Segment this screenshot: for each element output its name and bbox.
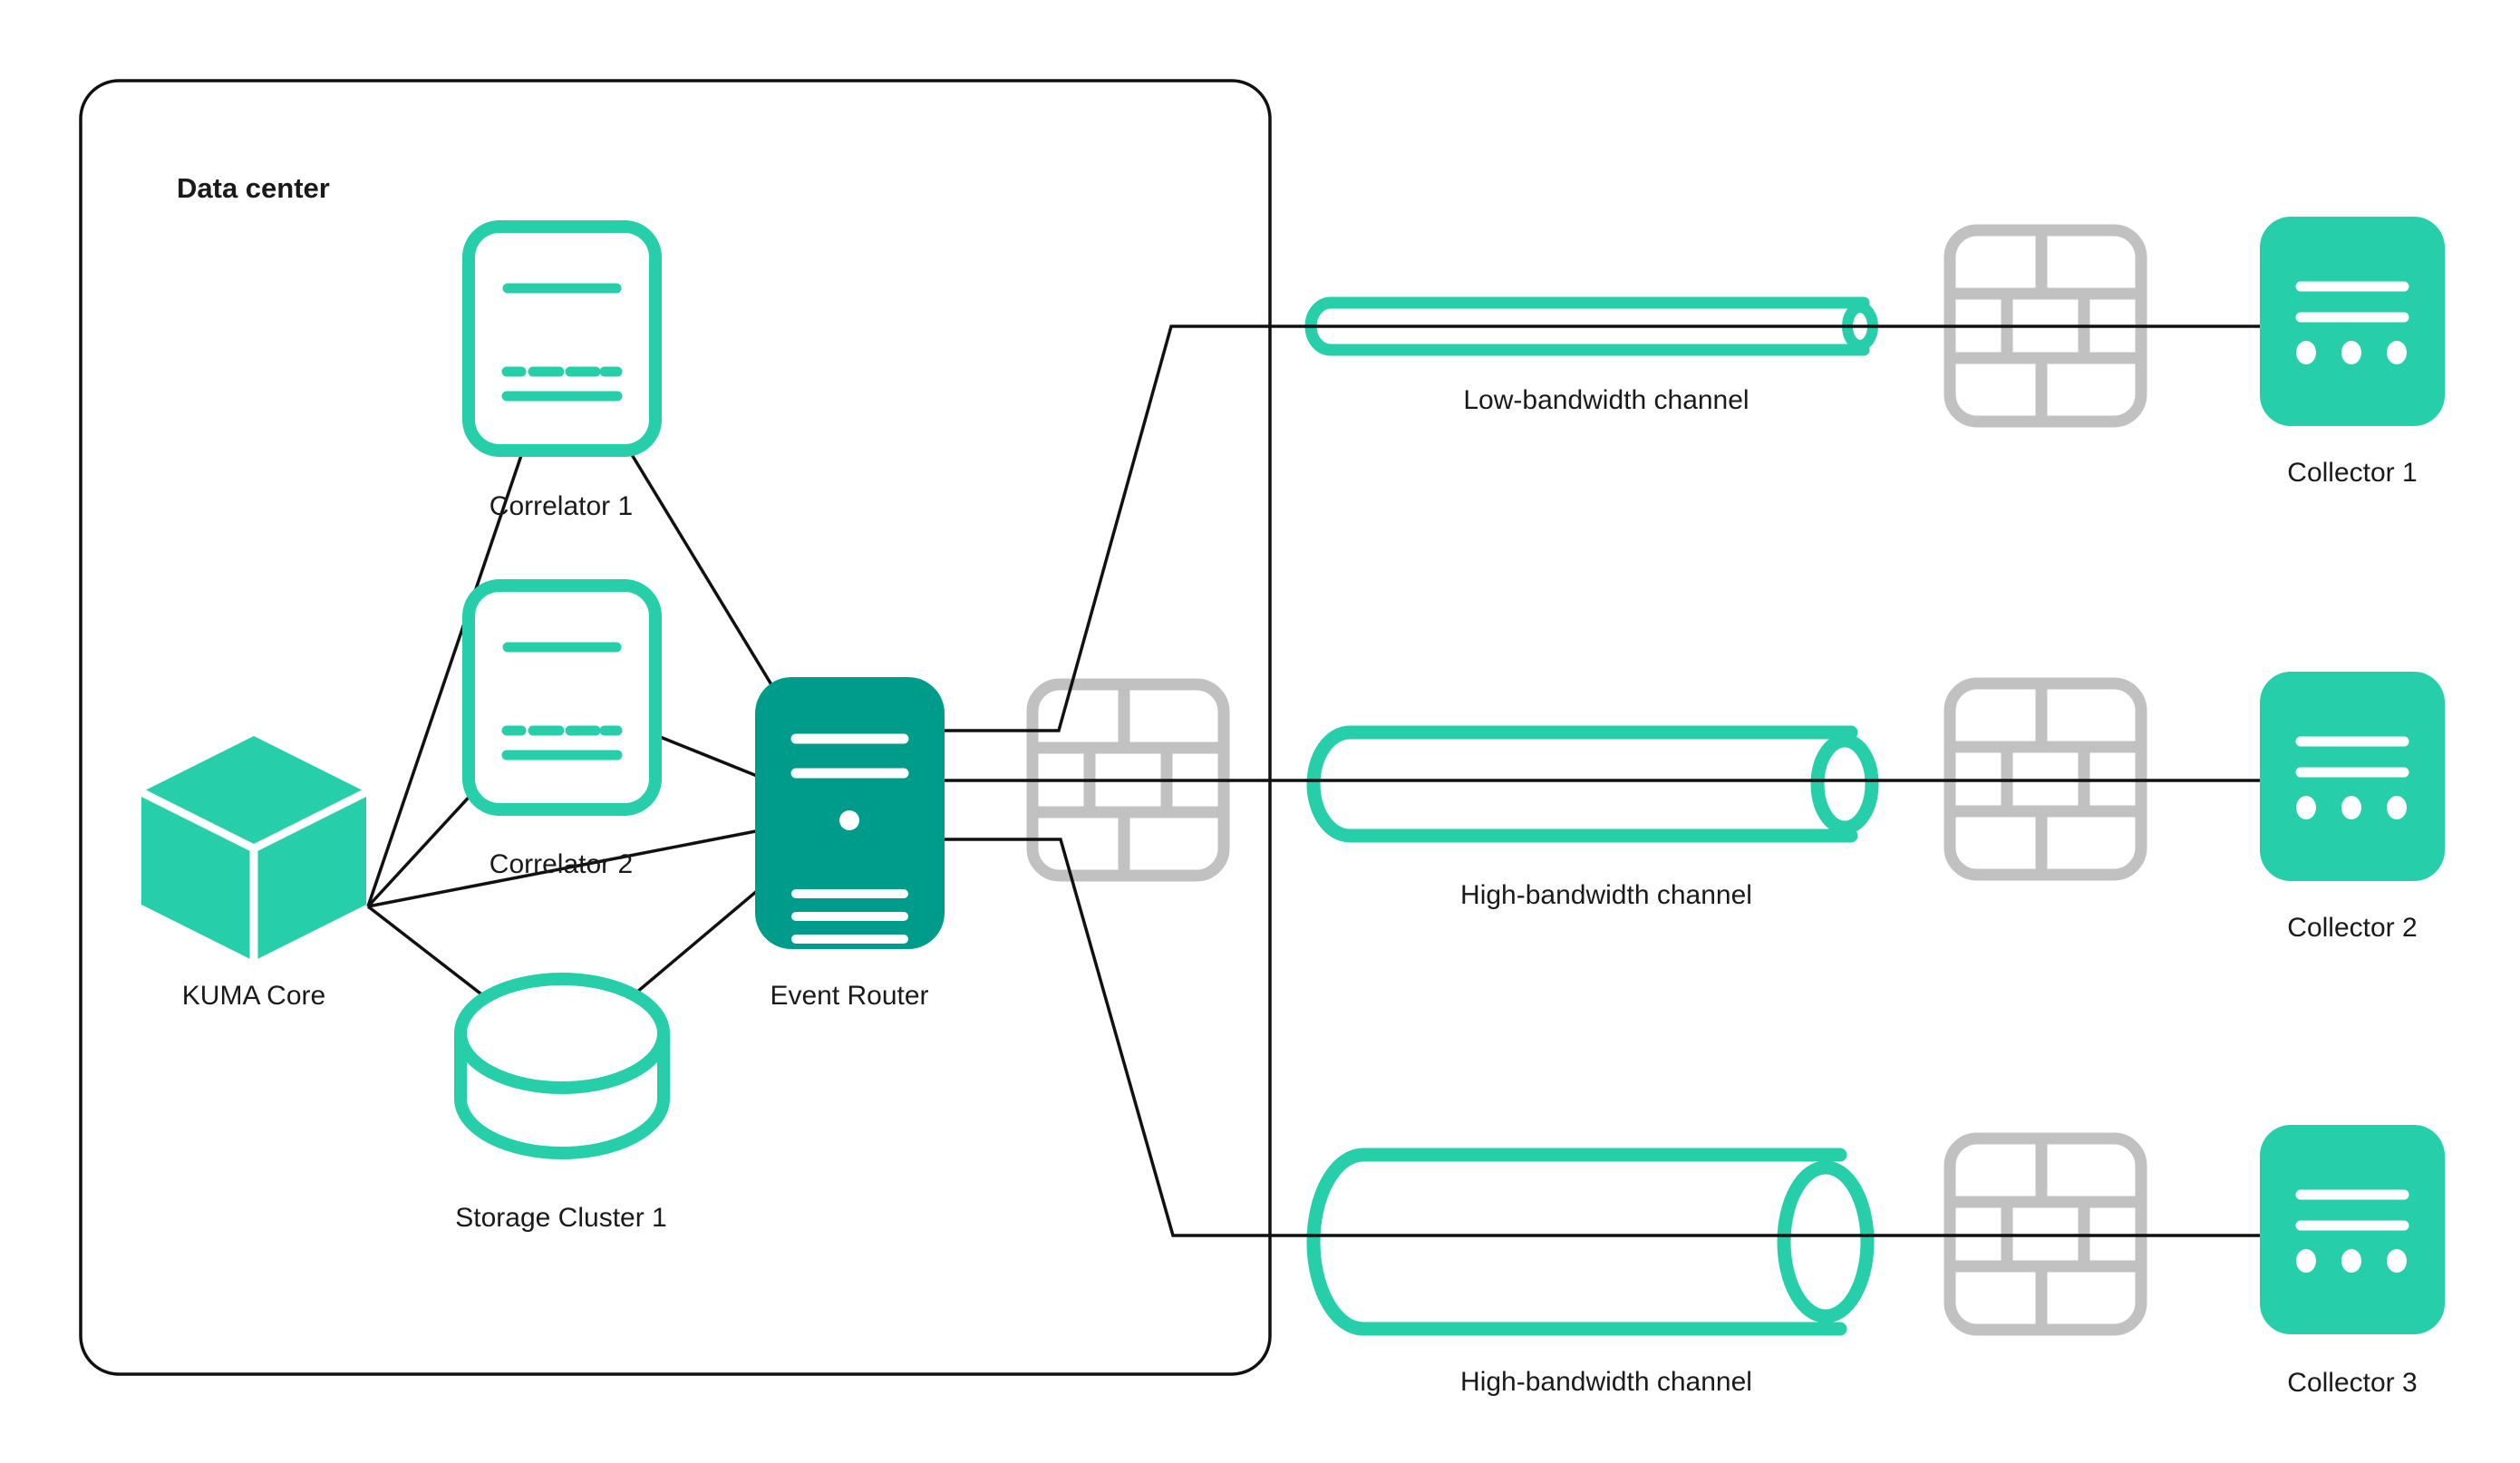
kuma-core-node: KUMA Core [139,736,369,1011]
collector-server-icon [2260,1125,2445,1334]
collector1-label: Collector 1 [2287,458,2417,488]
storage-cluster-node: Storage Cluster 1 [454,973,670,1233]
data-center-label: Data center [177,172,330,204]
cube-icon [139,736,369,961]
kuma-core-label: KUMA Core [182,981,325,1011]
server-solid-icon [755,677,945,949]
correlator2-node: Correlator 2 [462,579,662,879]
collector2-label: Collector 2 [2287,913,2417,943]
collector2-node: Collector 2 [2260,672,2445,943]
pipe-cylinder-icon [1306,725,1879,843]
correlator1-label: Correlator 1 [489,491,633,521]
collector-server-icon [2260,217,2445,426]
channel3-pipe: High-bandwidth channel [1306,1148,1875,1397]
channel2-pipe: High-bandwidth channel [1306,725,1879,910]
channel1-label: Low-bandwidth channel [1463,385,1749,415]
correlator2-label: Correlator 2 [489,849,633,879]
database-cylinder-icon [454,973,670,1159]
event-router-label: Event Router [770,981,928,1011]
channel-connection-lines [945,325,2260,1237]
collector-server-icon [2260,672,2445,881]
channel2-label: High-bandwidth channel [1460,880,1752,910]
collector1-node: Collector 1 [2260,217,2445,488]
storage-cluster-label: Storage Cluster 1 [455,1203,666,1233]
server-outline-icon [462,579,662,816]
edge-eventrouter-collector3 [945,838,2260,1237]
pipe-cylinder-icon [1306,1148,1875,1336]
collector3-label: Collector 3 [2287,1368,2417,1398]
event-router-node: Event Router [755,677,945,1011]
edge-eventrouter-collector1 [945,325,2260,732]
data-center-boundary [79,79,1272,1376]
server-outline-icon [462,220,662,457]
collector3-node: Collector 3 [2260,1125,2445,1398]
channel3-label: High-bandwidth channel [1460,1367,1752,1397]
correlator1-node: Correlator 1 [462,220,662,521]
